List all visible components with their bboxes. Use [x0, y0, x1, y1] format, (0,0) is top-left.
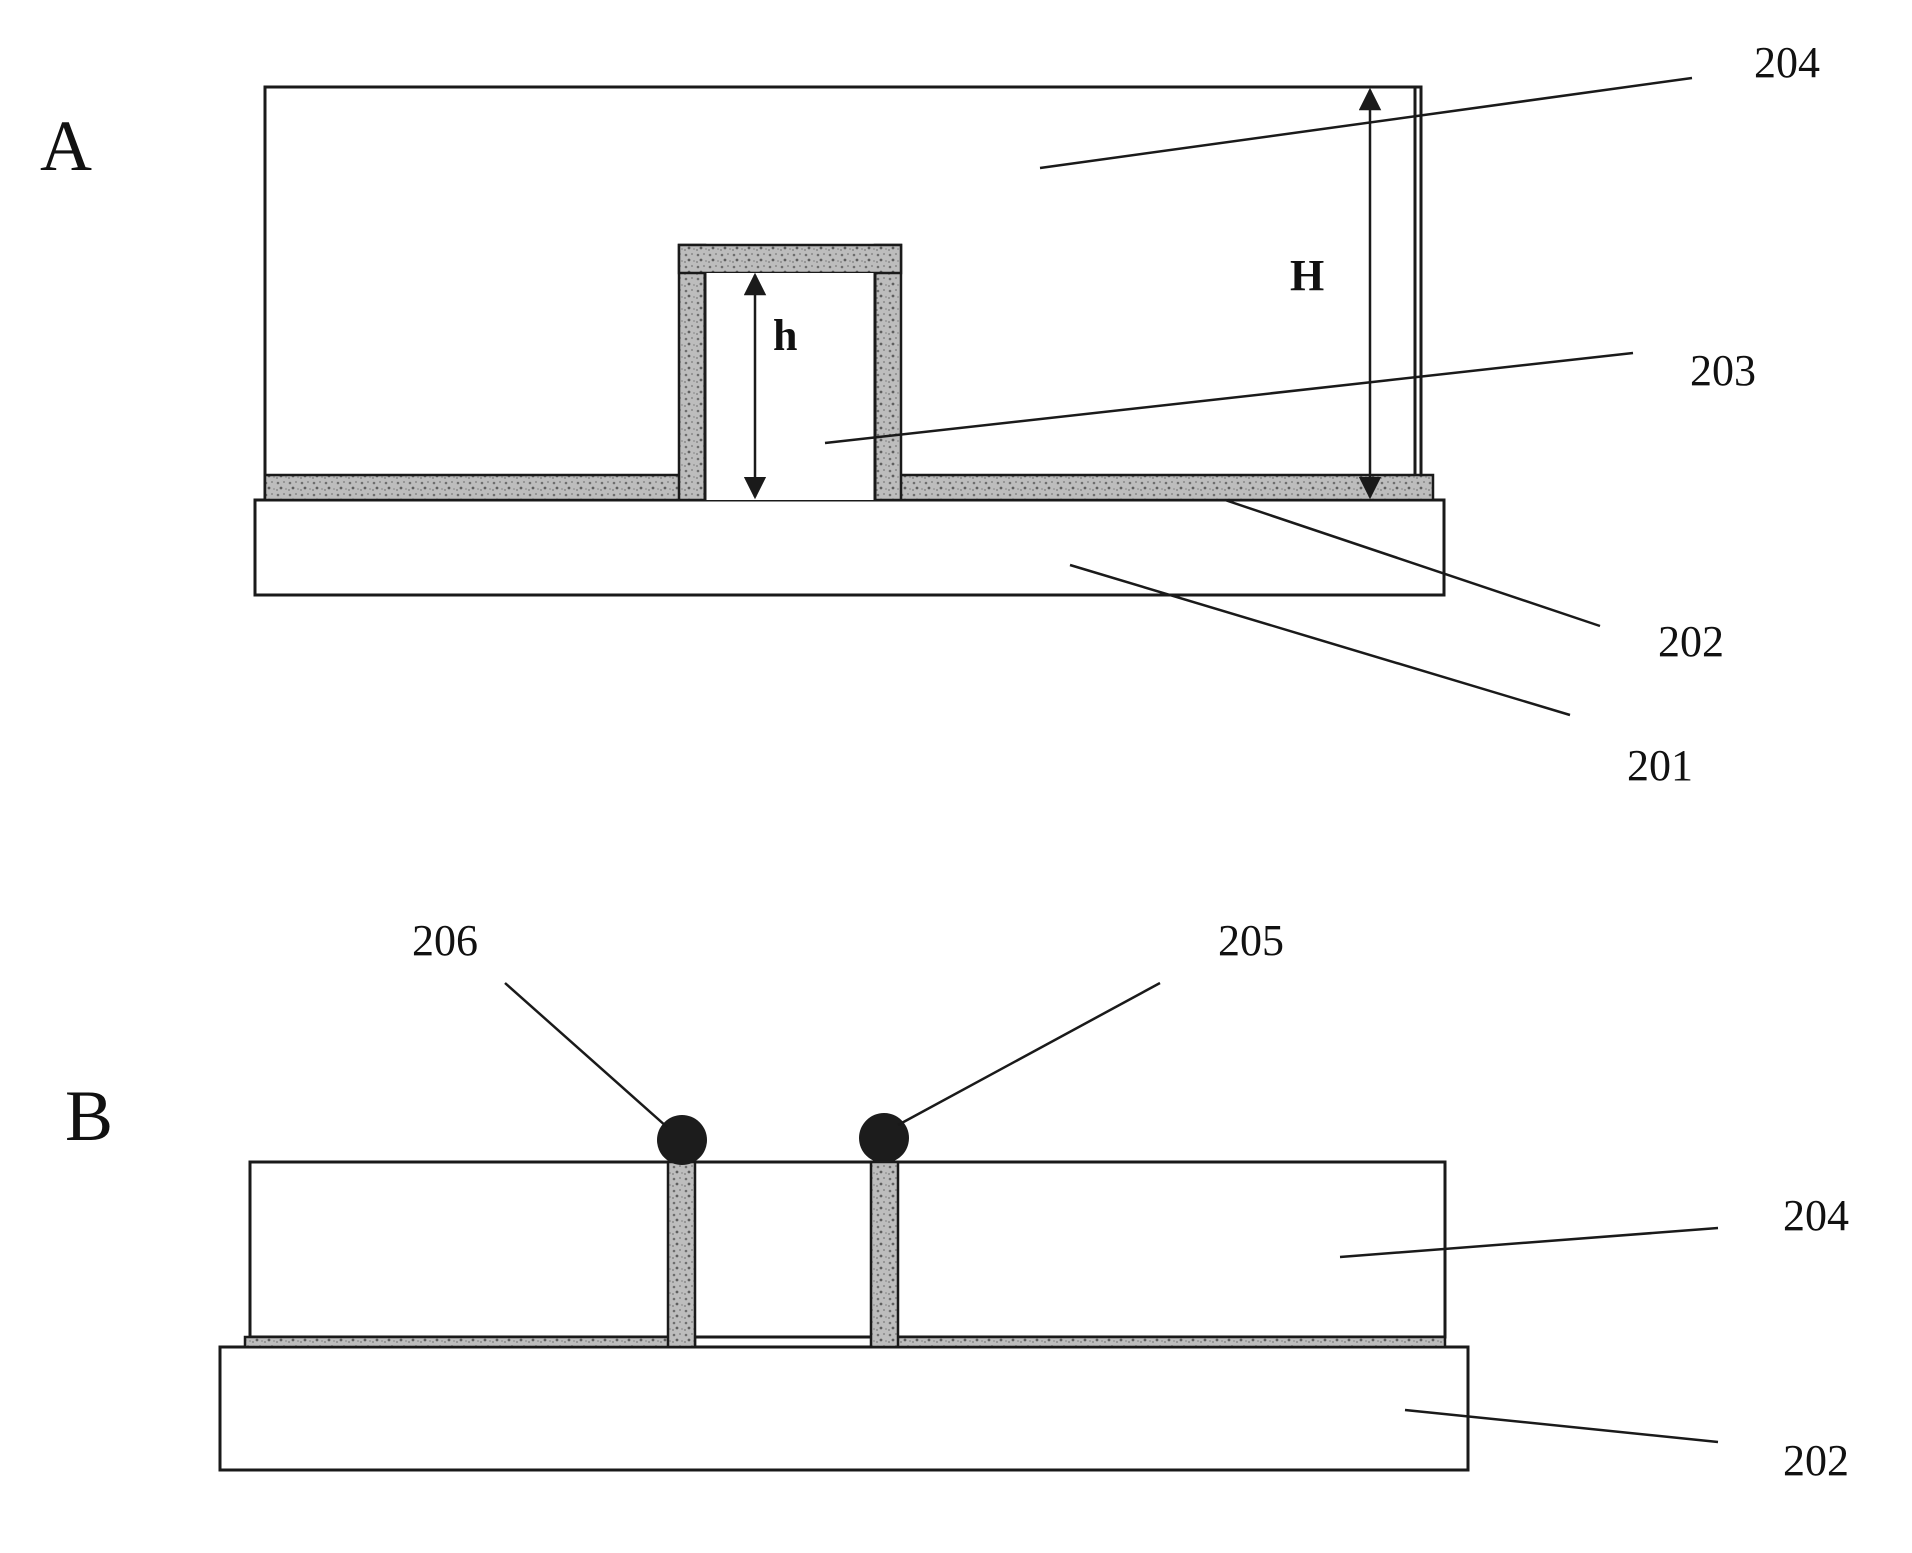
a-dimension-H-label: H	[1290, 251, 1324, 300]
a-trench-wall-left	[679, 245, 705, 500]
panel-a-letter: A	[40, 106, 92, 186]
b-leader-205	[898, 983, 1160, 1125]
a-callout-204: 204	[1754, 38, 1820, 87]
b-callout-202: 202	[1783, 1436, 1849, 1485]
b-coating-left	[245, 1337, 695, 1347]
b-particle-206	[657, 1115, 707, 1165]
a-leader-203	[825, 353, 1633, 443]
a-callout-203: 203	[1690, 346, 1756, 395]
a-leader-202	[1225, 500, 1600, 626]
panel-b-letter: B	[65, 1076, 113, 1156]
b-callout-204: 204	[1783, 1191, 1849, 1240]
a-cavity-203	[705, 273, 875, 500]
b-wall-left	[668, 1162, 695, 1347]
b-coating-right	[875, 1337, 1445, 1347]
b-leader-206	[505, 983, 667, 1127]
a-callout-202: 202	[1658, 617, 1724, 666]
b-wall-right	[871, 1162, 898, 1347]
b-leader-202	[1405, 1410, 1718, 1442]
a-trench-wall-right	[875, 245, 901, 500]
a-coating-202-right	[875, 475, 1433, 500]
b-layer-204-block	[250, 1162, 1445, 1337]
a-leader-204	[1040, 78, 1692, 168]
a-callout-201: 201	[1627, 741, 1693, 790]
b-callout-205: 205	[1218, 916, 1284, 965]
a-trench-cap	[679, 245, 901, 273]
b-substrate-202	[220, 1347, 1468, 1470]
a-leader-201	[1070, 565, 1570, 715]
panel-a: A h H 204 203 202 201	[40, 38, 1820, 790]
panel-b: B 206 205 204 202	[65, 916, 1849, 1485]
a-dimension-h-label: h	[773, 311, 797, 360]
a-coating-202-left	[265, 475, 705, 500]
b-callout-206: 206	[412, 916, 478, 965]
b-particle-205	[859, 1113, 909, 1163]
b-leader-204	[1340, 1228, 1718, 1257]
